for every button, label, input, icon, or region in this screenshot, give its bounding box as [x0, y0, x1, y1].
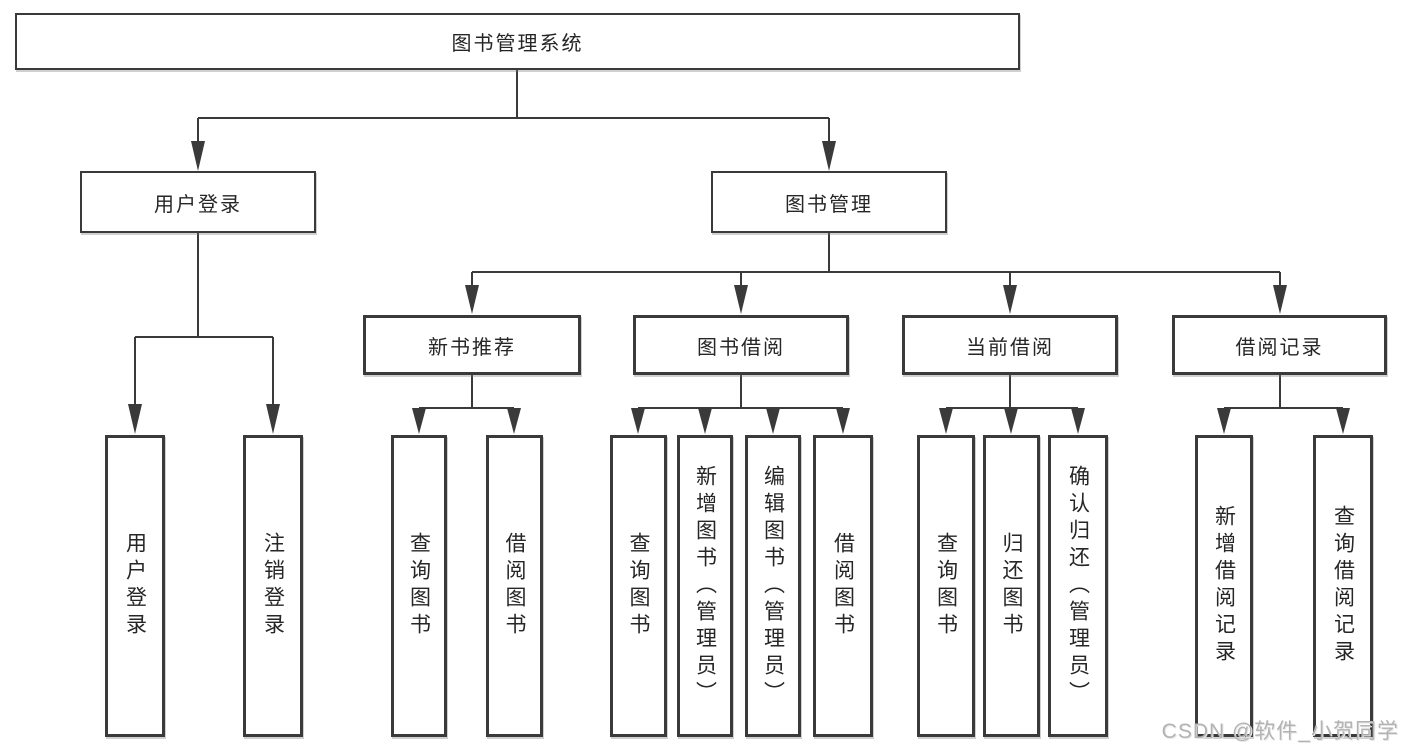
- node-borrow-records: 借阅记录: [1172, 315, 1387, 375]
- node-current-borrow: 当前借阅: [902, 315, 1118, 375]
- node-root-label: 图书管理系统: [451, 33, 584, 55]
- leaf-return-book-label: 归还图书: [1000, 532, 1023, 640]
- node-book-borrow: 图书借阅: [633, 315, 849, 375]
- leaf-query-books-2: 查询图书: [610, 435, 667, 737]
- leaf-query-books-3: 查询图书: [917, 435, 975, 737]
- node-new-book-recommend: 新书推荐: [363, 315, 581, 375]
- node-user-login-branch: 用户登录: [80, 171, 316, 233]
- leaf-user-login: 用户登录: [105, 435, 165, 737]
- leaf-edit-book-admin: 编辑图书（管理员）: [745, 435, 801, 737]
- node-root: 图书管理系统: [15, 13, 1020, 70]
- arrowheads: [128, 141, 1350, 434]
- leaf-add-book-admin: 新增图书（管理员）: [677, 435, 733, 737]
- node-user-login-branch-label: 用户登录: [154, 193, 242, 216]
- leaf-borrow-books-1: 借阅图书: [486, 435, 543, 737]
- leaf-query-books-1-label: 查询图书: [407, 532, 431, 640]
- node-book-management: 图书管理: [711, 171, 947, 233]
- leaf-return-book: 归还图书: [983, 435, 1040, 737]
- leaf-confirm-return-admin-label: 确认归还（管理员）: [1066, 464, 1090, 708]
- leaf-query-borrow-record: 查询借阅记录: [1313, 435, 1373, 737]
- leaf-add-borrow-record-label: 新增借阅记录: [1212, 505, 1236, 667]
- leaf-query-books-1: 查询图书: [391, 435, 447, 737]
- node-current-borrow-label: 当前借阅: [966, 336, 1054, 359]
- leaf-user-login-label: 用户登录: [123, 532, 147, 640]
- csdn-watermark: CSDN @软件_小贺同学: [1161, 720, 1399, 743]
- node-new-book-recommend-label: 新书推荐: [428, 336, 516, 359]
- leaf-add-book-admin-label: 新增图书（管理员）: [693, 464, 717, 708]
- node-book-management-label: 图书管理: [785, 193, 873, 216]
- leaf-add-borrow-record: 新增借阅记录: [1195, 435, 1253, 737]
- leaf-edit-book-admin-label: 编辑图书（管理员）: [761, 464, 785, 708]
- leaf-logout: 注销登录: [243, 435, 303, 737]
- node-borrow-records-label: 借阅记录: [1235, 336, 1324, 359]
- leaf-query-books-2-label: 查询图书: [627, 532, 650, 640]
- leaf-logout-label: 注销登录: [261, 532, 285, 640]
- leaf-confirm-return-admin: 确认归还（管理员）: [1048, 435, 1108, 737]
- leaf-borrow-books-1-label: 借阅图书: [503, 532, 526, 640]
- leaf-borrow-books-2-label: 借阅图书: [831, 532, 855, 640]
- leaf-query-borrow-record-label: 查询借阅记录: [1331, 505, 1355, 667]
- leaf-query-books-3-label: 查询图书: [934, 532, 958, 640]
- leaf-borrow-books-2: 借阅图书: [813, 435, 873, 737]
- node-book-borrow-label: 图书借阅: [697, 336, 785, 359]
